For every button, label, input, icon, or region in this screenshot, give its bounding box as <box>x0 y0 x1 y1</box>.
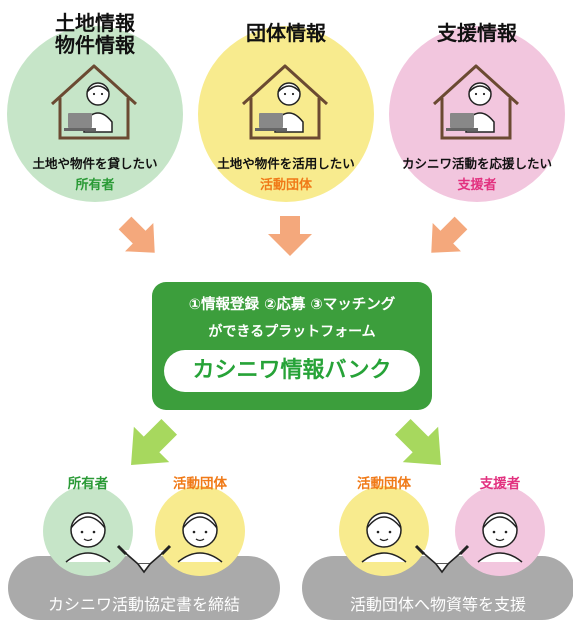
pair-label-group: 活動団体 <box>357 476 411 492</box>
platform-subtitle: ができるプラットフォーム <box>208 324 376 340</box>
pair-label-owner: 所有者 <box>67 476 109 492</box>
pair-label-supporter: 支援者 <box>479 476 521 492</box>
column-title-group: 団体情報 <box>236 22 336 44</box>
column-description-group: 土地や物件を活用したい <box>217 156 355 171</box>
column-description-supporter: カシニワ活動を応援したい <box>401 156 552 171</box>
platform-name: カシニワ情報バンク <box>164 350 420 392</box>
result-text-agreement: カシニワ活動協定書を締結 <box>47 595 240 614</box>
role-group: 活動団体 <box>259 178 312 193</box>
column-title-support: 支援情報 <box>427 22 527 44</box>
arrow-down-icon <box>268 216 312 256</box>
result-text-support: 活動団体へ物資等を支援 <box>349 595 526 614</box>
arrow-down-left-icon <box>131 419 177 465</box>
column-title-line: 物件情報 <box>55 33 135 57</box>
role-owner: 所有者 <box>75 178 115 193</box>
column-title-line: 団体情報 <box>246 21 326 45</box>
arrow-down-left-icon <box>431 216 468 253</box>
pair-label-group: 活動団体 <box>173 476 227 492</box>
column-title-line: 土地情報 <box>55 11 135 35</box>
platform-steps: ①情報登録 ②応募 ③マッチング <box>188 297 396 313</box>
column-description-owner: 土地や物件を貸したい <box>32 156 158 171</box>
role-supporter: 支援者 <box>457 178 497 193</box>
arrow-down-right-icon <box>118 216 155 253</box>
column-title-land: 土地情報 物件情報 <box>45 12 145 56</box>
arrow-down-right-icon <box>395 419 441 465</box>
column-title-line: 支援情報 <box>437 21 517 45</box>
